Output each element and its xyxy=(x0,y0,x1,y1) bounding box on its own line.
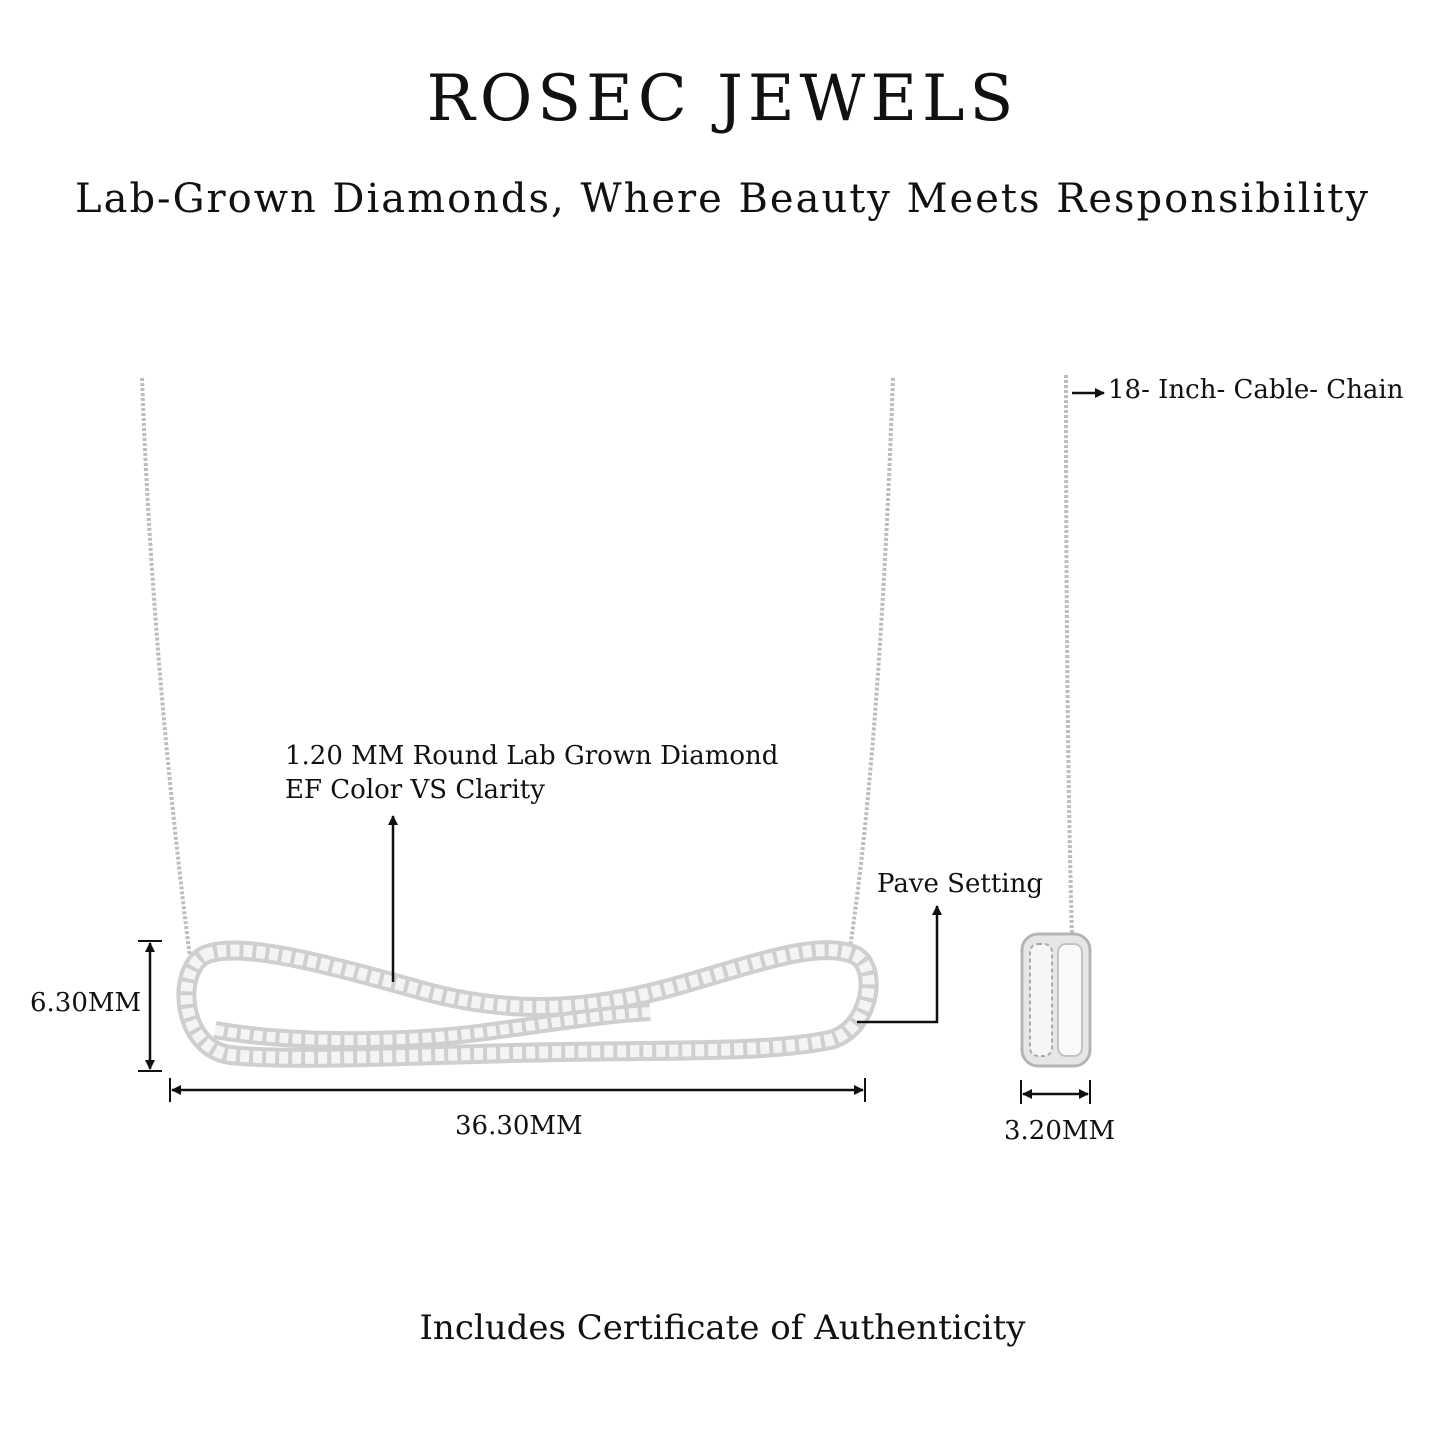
front-chain-left xyxy=(140,377,192,959)
certificate-note: Includes Certificate of Authenticity xyxy=(419,1308,1026,1348)
width-dimension xyxy=(169,1078,866,1102)
depth-dimension xyxy=(1020,1080,1091,1104)
height-dimension xyxy=(138,940,162,1072)
chain-label: 18- Inch- Cable- Chain xyxy=(1108,375,1404,405)
brand-title: ROSEC JEWELS xyxy=(426,62,1019,136)
width-label: 36.30MM xyxy=(455,1111,583,1141)
infinity-pendant xyxy=(176,940,879,1068)
brand-tagline: Lab-Grown Diamonds, Where Beauty Meets R… xyxy=(75,176,1370,222)
side-chain xyxy=(1064,374,1074,936)
depth-label: 3.20MM xyxy=(1004,1116,1116,1146)
pave-leader xyxy=(857,905,942,1024)
front-chain-right xyxy=(848,377,895,949)
stone-spec-label: 1.20 MM Round Lab Grown Diamond xyxy=(285,741,779,771)
setting-label: Pave Setting xyxy=(877,869,1043,899)
pendant-side-view xyxy=(1020,932,1092,1068)
height-label: 6.30MM xyxy=(30,988,142,1018)
stone-quality-label: EF Color VS Clarity xyxy=(285,775,545,805)
